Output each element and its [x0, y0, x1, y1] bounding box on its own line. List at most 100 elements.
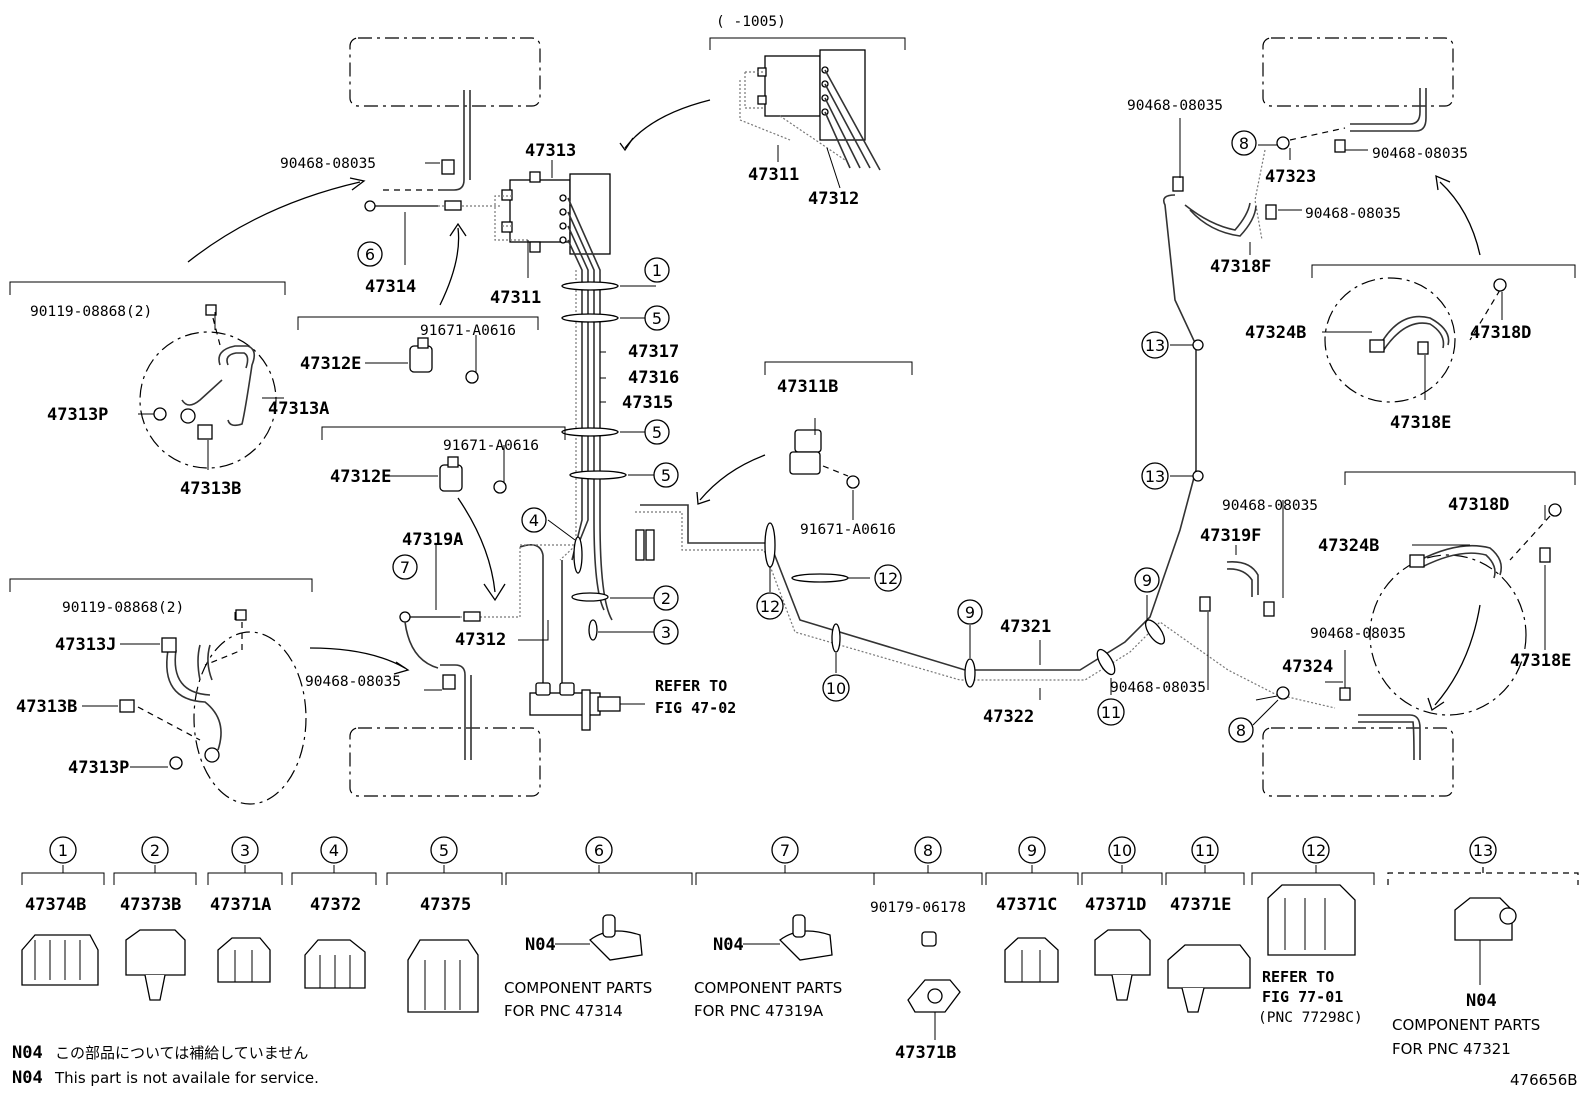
label-47311: 47311 [490, 288, 541, 308]
label-47313P-b: 47313P [68, 758, 129, 778]
arrow-47314 [439, 227, 460, 306]
svg-text:7: 7 [780, 841, 790, 860]
clamp-5b-mark [561, 427, 619, 437]
callout-8a: 8 [1231, 130, 1257, 156]
label-47317: 47317 [628, 342, 679, 362]
svg-text:3: 3 [240, 841, 250, 860]
pipe-47322 [635, 511, 1336, 709]
hose-47324B-a [1379, 315, 1450, 346]
bracket-line-c [321, 426, 566, 440]
label-90468-08035-br2: 90468-08035 [1110, 680, 1206, 696]
label-90119-08868-a: 90119-08868(2) [30, 304, 152, 320]
refer-to-line1: REFER TO [655, 677, 727, 695]
arrow-front-left [187, 181, 361, 263]
svg-text:11: 11 [1195, 841, 1215, 860]
bracket-line-b [297, 316, 539, 330]
svg-text:47375: 47375 [420, 895, 471, 915]
front-left-wheel-area [349, 37, 541, 107]
arrow-front-right [1439, 181, 1481, 256]
clip-7-icon [779, 914, 833, 961]
clamp-47371E-icon [1167, 944, 1251, 1013]
bracket-line-d [9, 578, 313, 592]
svg-text:FOR PNC 47321: FOR PNC 47321 [1392, 1040, 1511, 1058]
clamp-47372-icon [304, 939, 366, 989]
legend-item-12: 12 REFER TO FIG 77-01 (PNC 77298C) [1258, 836, 1363, 1026]
svg-text:3: 3 [661, 623, 671, 642]
callout-11: 11 [1097, 698, 1125, 726]
label-47312E-a: 47312E [300, 354, 361, 374]
abs-actuator [494, 171, 611, 255]
bracket-47312E-a [409, 337, 479, 384]
label-47314: 47314 [365, 277, 416, 297]
label-47313A: 47313A [268, 399, 329, 419]
clip-13a-mark [1192, 339, 1204, 351]
label-90468-08035-tr1: 90468-08035 [1127, 98, 1223, 114]
svg-text:FIG 77-01: FIG 77-01 [1262, 988, 1343, 1006]
label-47323: 47323 [1265, 167, 1316, 187]
leader-lines [82, 118, 1546, 768]
svg-text:8: 8 [1239, 134, 1249, 153]
svg-text:47371E: 47371E [1170, 895, 1231, 915]
header-range: ( -1005) [716, 14, 786, 30]
master-cylinder [519, 544, 645, 731]
clamp-12a-mark [764, 522, 776, 568]
label-47318E-b: 47318E [1510, 651, 1571, 671]
label-90468-08035-tr3: 90468-08035 [1305, 206, 1401, 222]
callout-12b: 12 [874, 564, 902, 592]
label-47318D-b: 47318D [1448, 495, 1509, 515]
hose-47324B-b [1419, 544, 1503, 576]
svg-text:5: 5 [439, 841, 449, 860]
arrow-inset [624, 99, 711, 149]
svg-text:5: 5 [652, 423, 662, 442]
clip-13b-mark [1192, 470, 1204, 482]
svg-text:4: 4 [329, 841, 339, 860]
callout-13a: 13 [1141, 331, 1169, 359]
label-91671-A0616-b: 91671-A0616 [443, 438, 539, 454]
clamp-47371D-icon [1094, 929, 1151, 1001]
front-right-detail-circle [1324, 277, 1456, 403]
label-90468-08035-bl: 90468-08035 [305, 674, 401, 690]
svg-text:2: 2 [150, 841, 160, 860]
label-47312: 47312 [455, 630, 506, 650]
svg-text:10: 10 [1112, 841, 1132, 860]
label-47322: 47322 [983, 707, 1034, 727]
clamp-10-mark [831, 623, 841, 653]
label-47324B-a: 47324B [1245, 323, 1306, 343]
clamp-3-mark [588, 619, 598, 641]
svg-text:N04: N04 [713, 935, 744, 955]
svg-text:FOR PNC 47314: FOR PNC 47314 [504, 1002, 623, 1020]
svg-text:N04: N04 [525, 935, 556, 955]
clip-7-mark [399, 611, 411, 623]
callout-10: 10 [822, 674, 850, 702]
clamp-47371C-icon [1004, 937, 1059, 983]
front-right-wheel-area [1262, 37, 1454, 107]
diagram-id: 476656B [1510, 1071, 1578, 1089]
rear-right-wheel-area [1262, 727, 1454, 797]
svg-text:COMPONENT PARTS: COMPONENT PARTS [694, 979, 842, 997]
svg-text:10: 10 [826, 679, 846, 698]
clamp-1-mark [561, 281, 619, 291]
callout-3: 3 [653, 619, 679, 645]
rear-left-hose [440, 664, 466, 760]
svg-text:6: 6 [365, 245, 375, 264]
callout-5b: 5 [644, 419, 670, 445]
clip-8b-mark [1276, 686, 1290, 700]
legend-item-10: 10 47371D [1085, 836, 1151, 1001]
label-47324B-b: 47324B [1318, 536, 1379, 556]
svg-text:8: 8 [923, 841, 933, 860]
label-47313B-b: 47313B [16, 697, 77, 717]
label-47315: 47315 [622, 393, 673, 413]
callout-6: 6 [357, 241, 383, 267]
svg-text:13: 13 [1145, 467, 1165, 486]
hose-47319F [1226, 560, 1259, 595]
abs-actuator-inset [739, 49, 881, 171]
label-47316: 47316 [628, 368, 679, 388]
svg-text:2: 2 [661, 589, 671, 608]
hose-47318F [1184, 202, 1251, 231]
pipe-47321 [640, 194, 1197, 671]
svg-text:7: 7 [400, 558, 410, 577]
legend-item-9: 9 47371C [996, 836, 1059, 983]
arrow-rear-left [309, 647, 406, 669]
label-47318F: 47318F [1210, 257, 1271, 277]
svg-text:12: 12 [878, 569, 898, 588]
